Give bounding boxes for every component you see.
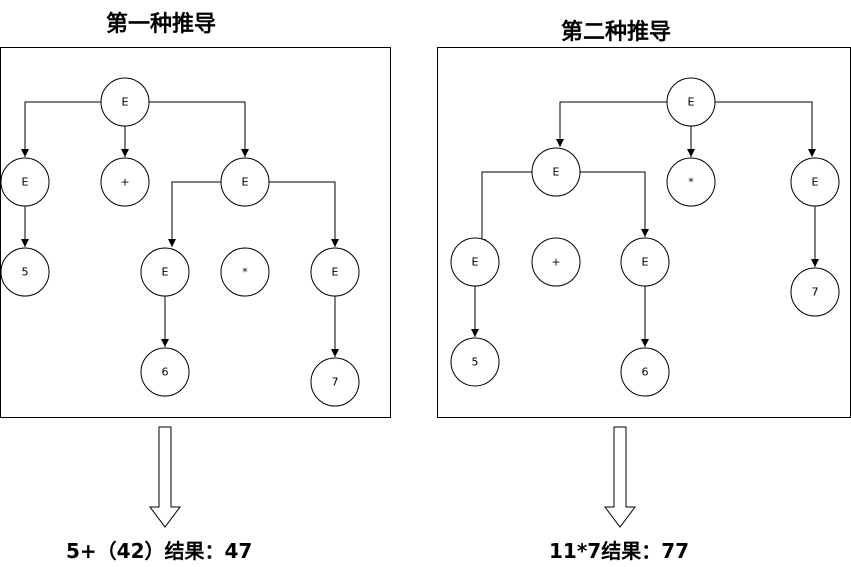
d1-node-inner-left-e [140,247,190,297]
d2-label-inner-right-e: E [642,256,649,269]
edge-right-innerleft [168,181,221,247]
d1-label-root: E [122,96,129,109]
d1-node-seven [310,357,360,407]
d2-label-plus: + [551,256,560,269]
d1-node-left-e [0,157,50,207]
d2-label-six: 6 [642,366,649,379]
d1-label-right-e: E [242,176,249,189]
d1-label-inner-left-e: E [162,266,169,279]
derivation2-title: 第二种推导 [561,20,672,45]
edge-right-innerright [269,181,339,247]
d2-label-root: E [688,96,695,109]
d1-label-times: * [242,266,248,279]
edge2-root-right [715,101,816,157]
d1-node-times [220,247,270,297]
d2-node-plus [531,237,581,287]
d1-label-left-e: E [22,176,29,189]
d1-node-root [100,77,150,127]
derivation1-panel [0,47,391,418]
d2-node-five [450,337,500,387]
derivation1-result: 5+（42）结果：47 [66,539,253,563]
d2-node-left-e [531,147,581,197]
d2-node-six [620,347,670,397]
d2-label-times: * [688,176,694,189]
d2-node-inner-right-e [620,237,670,287]
d2-node-times [666,157,716,207]
d2-label-right-e: E [812,176,819,189]
derivation1-title: 第一种推导 [106,12,217,37]
derivation1-edges [21,101,339,357]
d1-node-plus [100,157,150,207]
d1-node-right-e [220,157,270,207]
d2-label-seven: 7 [812,286,819,299]
d1-node-six [140,347,190,397]
d1-label-six: 6 [162,366,169,379]
d2-label-left-e: E [553,166,560,179]
d2-node-seven [790,267,840,317]
d1-node-inner-right-e [310,247,360,297]
d1-label-five: 5 [22,266,29,279]
edge2-root-left [556,101,667,147]
d2-node-root [666,77,716,127]
d2-node-inner-left-e [450,237,500,287]
d1-label-inner-right-e: E [332,266,339,279]
edge2-left-innerright [580,171,649,237]
edge-root-right [149,101,249,157]
edge2-left-innerleft [478,171,532,247]
derivation2-result: 11*7结果：77 [549,539,690,563]
d2-label-inner-left-e: E [472,256,479,269]
d2-node-right-e [790,157,840,207]
derivation2-edges [471,101,819,347]
d2-label-five: 5 [472,356,479,369]
d1-node-five [0,247,50,297]
result-arrow-1 [149,426,181,528]
d1-label-seven: 7 [332,376,339,389]
d1-label-plus: + [120,176,129,189]
edge-root-left [21,101,101,157]
result-arrow-2 [604,426,636,528]
